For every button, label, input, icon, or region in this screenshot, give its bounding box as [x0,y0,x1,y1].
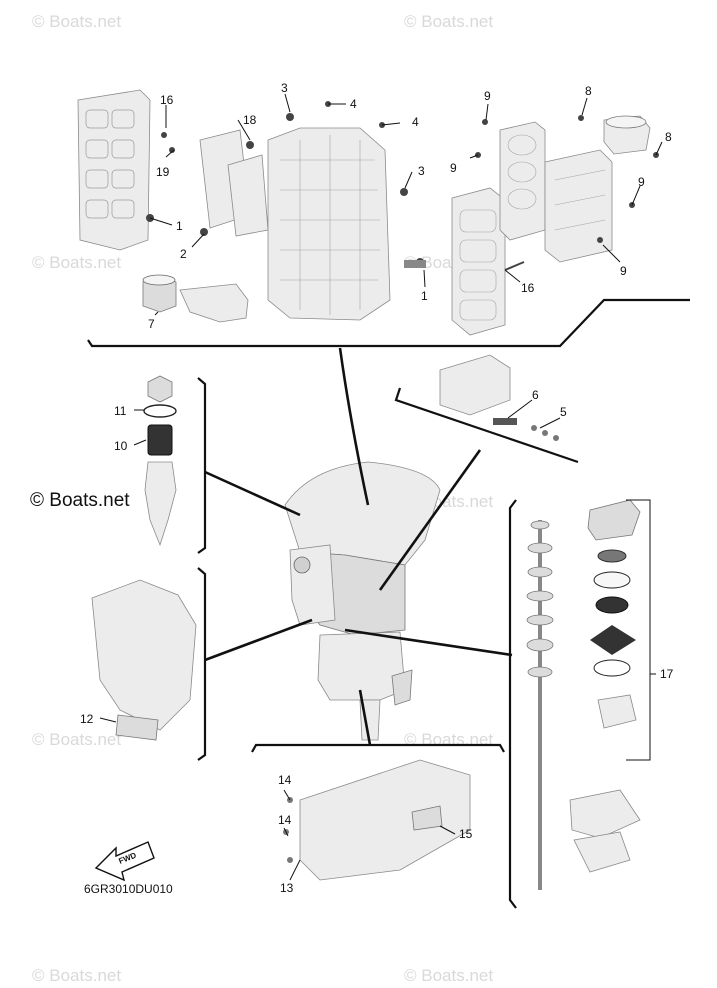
gasket-plate [227,154,269,237]
callout-number: 14 [278,813,292,827]
skeg [359,699,381,741]
fuel-pump-group [394,354,579,464]
engine-block [267,127,391,321]
intake-runner [499,121,546,241]
pump-plate [590,625,636,655]
callout-labels: 16 19 18 3 4 4 3 1 2 7 1 16 9 9 9 9 8 8 … [80,81,674,895]
lower-casing-group [251,743,505,881]
top-cowling [284,461,441,566]
pump-body [439,354,511,416]
callout-number: 19 [156,165,170,179]
propeller [391,669,413,706]
frame-right [508,499,517,909]
callout-number: 13 [280,881,294,895]
callout-number: 17 [660,667,674,681]
callout-number: 8 [585,84,592,98]
callout-number: 12 [80,712,94,726]
intake-manifold [544,149,613,263]
watermark: © Boats.net [32,253,122,272]
callout-number: 1 [176,219,183,233]
engine-block-group [77,89,690,348]
anode-plate [115,714,159,741]
gear-case-group [91,567,207,761]
filter-cap [147,375,173,403]
callout-number: 18 [243,113,257,127]
filter-element [147,424,173,456]
callout-number: 9 [638,175,645,189]
callout-number: 7 [148,317,155,331]
callout-number: 9 [484,89,491,103]
callout-number: 8 [665,130,672,144]
callout-number: 11 [114,404,127,418]
bracket-assembly [289,544,336,626]
watermark: © Boats.net [32,730,122,749]
connector-lines [204,347,513,746]
pump-housing [587,499,641,541]
filter-bracket [179,283,249,323]
callout-number: 3 [418,164,425,178]
callout-number: 3 [281,81,288,95]
filter-housing [144,461,177,547]
watermark: © Boats.net [32,12,122,31]
lower-casing [299,759,471,881]
cylinder-head-left [77,89,151,251]
casing-bracket [411,805,443,831]
fwd-arrow-icon: FWD [94,841,155,882]
brand-label: © Boats.net [30,490,130,511]
outboard-motor [284,461,441,741]
frame-left-bottom [197,567,207,761]
watermark: © Boats.net [404,966,494,985]
diagram-code: 6GR3010DU010 [84,882,173,896]
callout-number: 16 [160,93,174,107]
oil-cartridge-group [133,375,207,554]
frame-left-top [197,377,207,554]
callout-number: 10 [114,439,128,453]
callout-number: 4 [412,115,419,129]
callout-number: 6 [532,388,539,402]
callout-number: 9 [450,161,457,175]
frame-top [87,298,690,348]
frame-bottom [251,743,505,753]
watermark: © Boats.net [404,12,494,31]
callout-number: 14 [278,773,292,787]
callout-number: 4 [350,97,357,111]
o-ring [143,404,177,418]
callout-number: 1 [421,289,428,303]
frame-mid-right [394,387,579,464]
gear-case [91,579,197,731]
lower-unit [317,631,406,701]
watermark: © Boats.net [32,966,122,985]
callout-number: 9 [620,264,627,278]
callout-number: 5 [560,405,567,419]
callout-number: 16 [521,281,535,295]
callout-number: 2 [180,247,187,261]
water-pump-group [508,499,656,909]
callout-number: 15 [459,827,473,841]
exhaust-manifold [451,187,506,336]
